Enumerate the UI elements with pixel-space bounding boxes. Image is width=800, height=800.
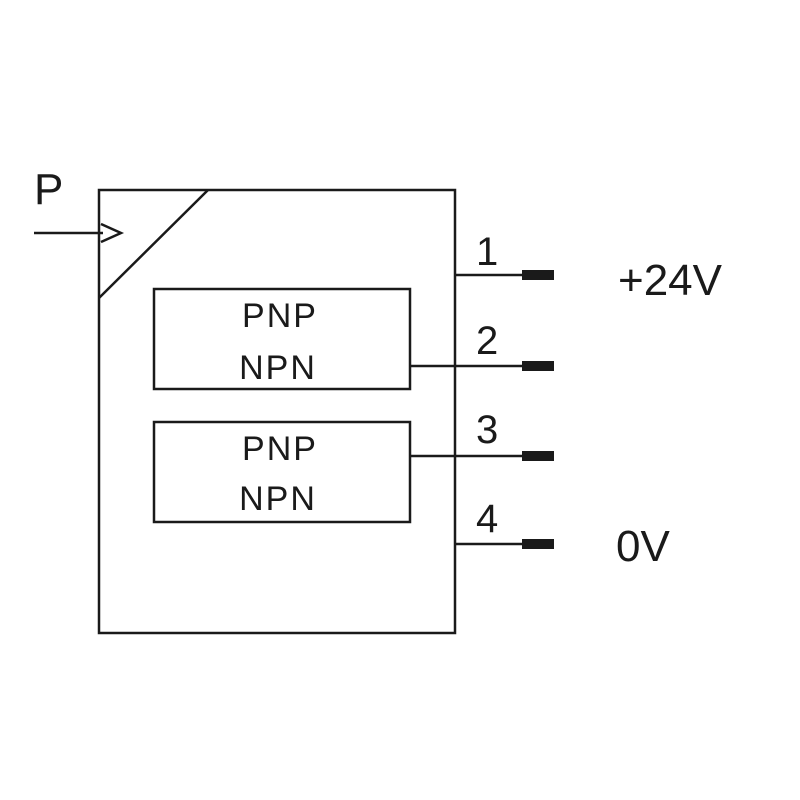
pin-4-terminal	[522, 539, 554, 549]
pin-4: 4	[455, 497, 554, 549]
pin-1-number: 1	[476, 230, 498, 274]
pin-4-signal: 0V	[616, 522, 670, 571]
pin-3-terminal	[522, 451, 554, 461]
output-box-1: PNP NPN	[152, 287, 412, 391]
sensor-housing	[97, 188, 457, 635]
pin-2-number: 2	[476, 319, 498, 363]
output-box-2: PNP NPN	[152, 420, 412, 524]
pin-3-number: 3	[476, 408, 498, 452]
output-box-1-line1: PNP	[242, 297, 318, 335]
pin-3: 3	[410, 408, 554, 461]
output-box-2-line1: PNP	[242, 430, 318, 468]
pin-4-number: 4	[476, 497, 498, 541]
pin-2: 2	[410, 319, 554, 371]
output-box-2-line2: NPN	[239, 480, 317, 518]
pressure-input-arrow	[34, 222, 125, 244]
output-box-1-line2: NPN	[239, 349, 317, 387]
pin-1-signal: +24V	[618, 256, 723, 305]
pin-2-terminal	[522, 361, 554, 371]
pin-1: 1	[455, 230, 554, 280]
pressure-input-label: P	[34, 165, 63, 214]
pin-1-terminal	[522, 270, 554, 280]
sensor-diagonal	[98, 189, 209, 299]
